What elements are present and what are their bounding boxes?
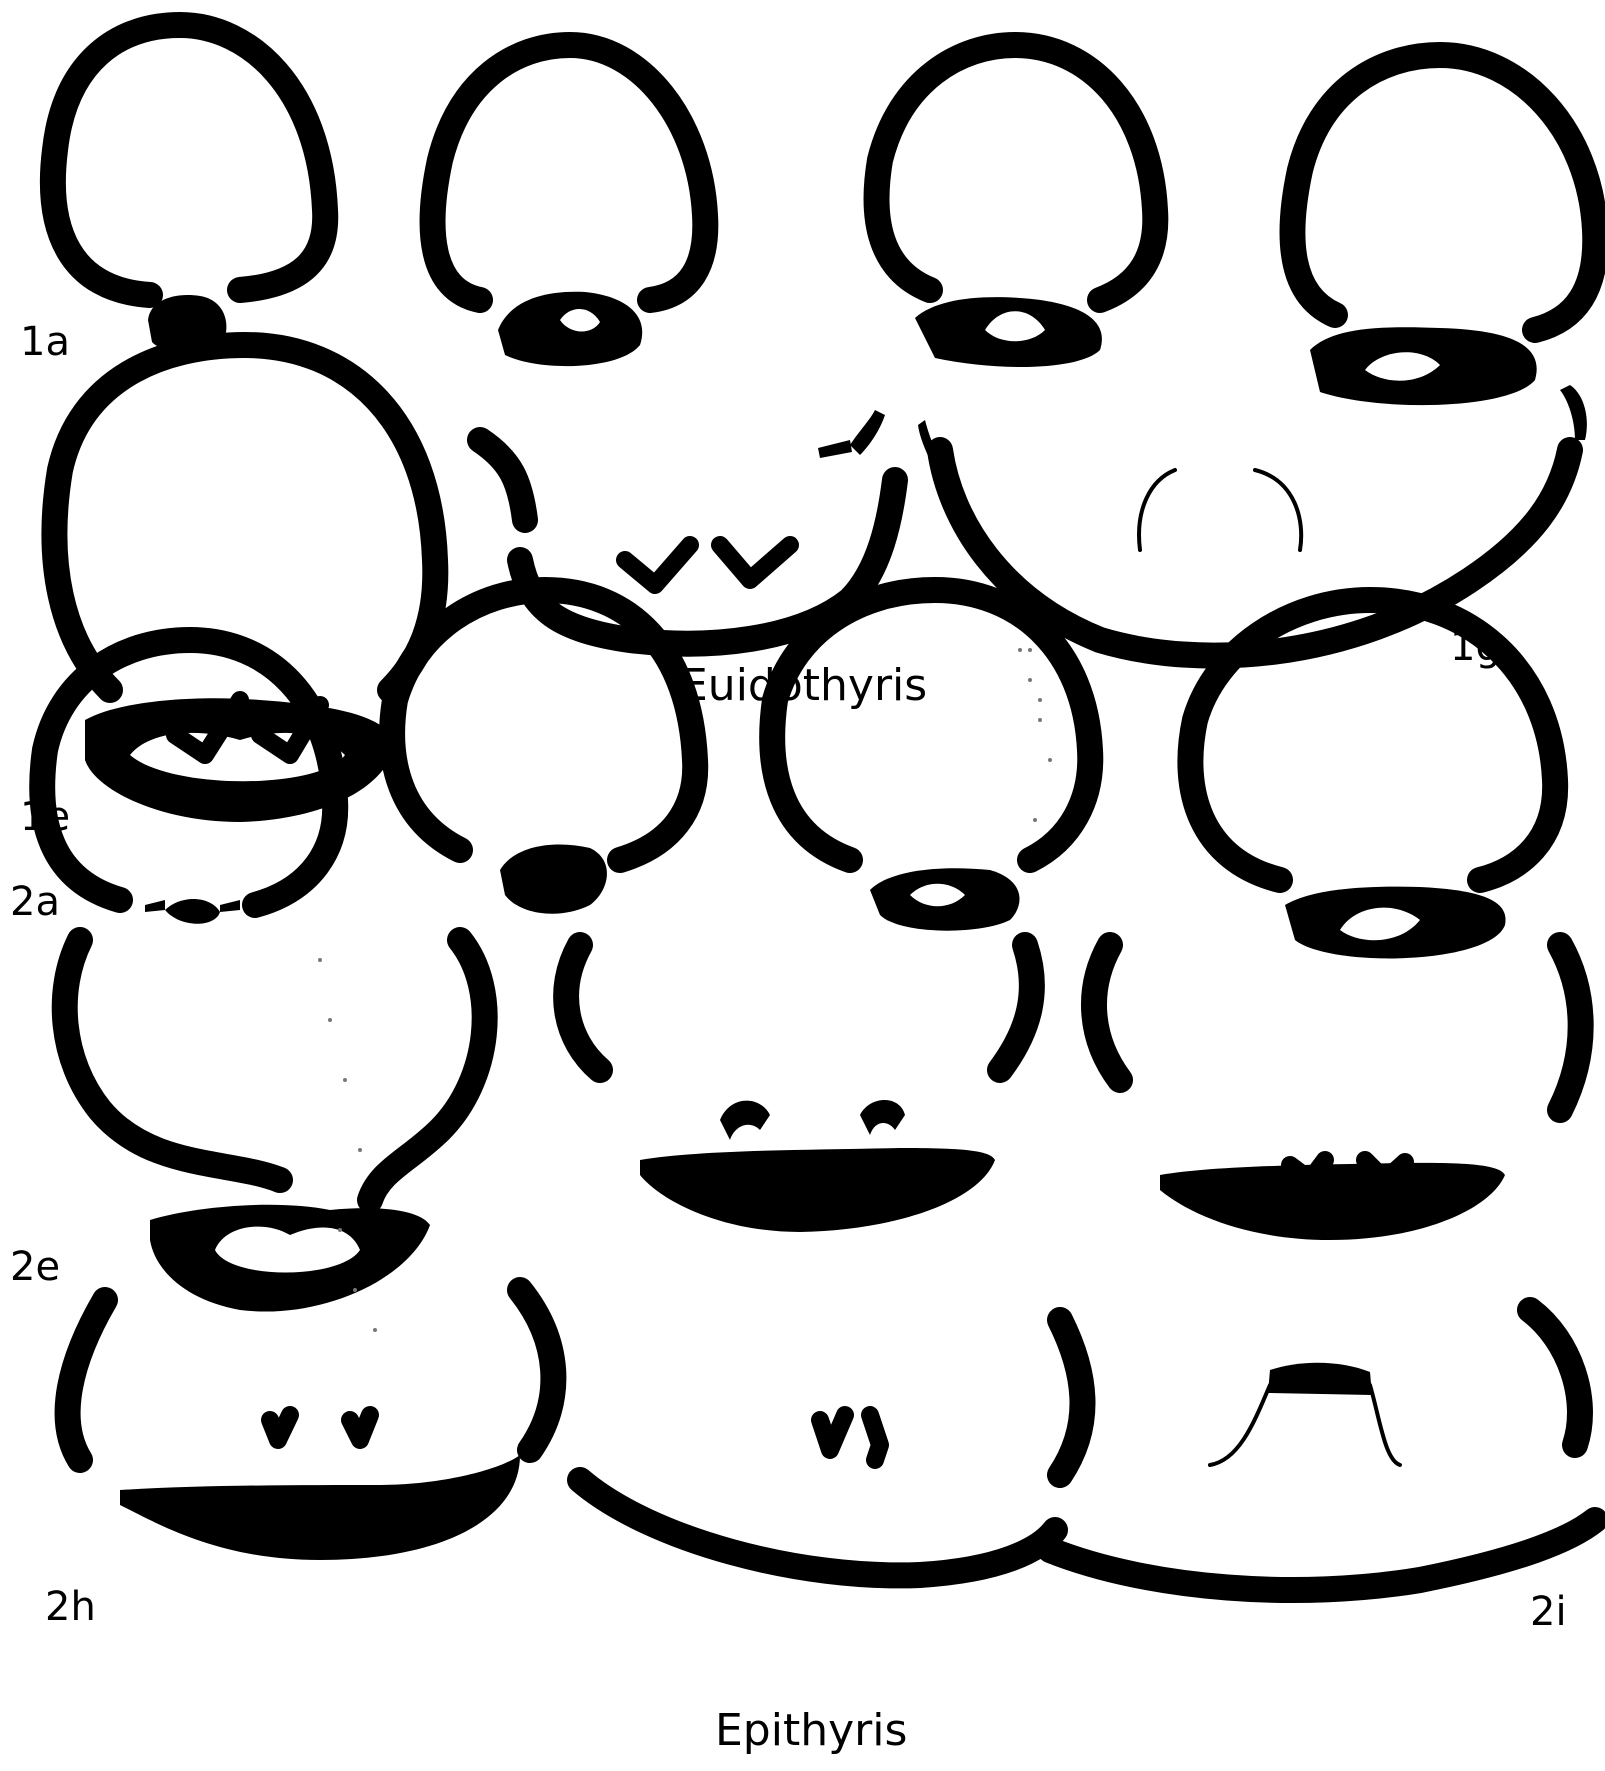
section-2j	[1050, 1310, 1595, 1590]
label-2a: 2a	[10, 879, 60, 925]
label-1g: 1g	[1450, 624, 1501, 670]
label-1e: 1e	[20, 794, 70, 840]
genus-label-lower: Epithyris	[715, 1705, 907, 1756]
section-2g	[1094, 945, 1581, 1240]
section-1c	[877, 45, 1156, 367]
section-2b	[392, 590, 695, 914]
label-2i: 2i	[1530, 1589, 1567, 1635]
label-1a: 1a	[20, 319, 70, 365]
stipple-3	[1018, 648, 1042, 722]
section-2i	[580, 1320, 1083, 1575]
label-2e: 2e	[10, 1244, 60, 1290]
section-2c	[772, 590, 1090, 931]
section-2h	[68, 1290, 554, 1560]
genus-label-upper: Euidothyris	[680, 660, 927, 711]
section-1e	[54, 345, 435, 822]
section-1b	[433, 45, 706, 366]
label-2h: 2h	[45, 1584, 96, 1630]
section-2f	[566, 945, 1032, 1232]
stipple-1	[1028, 648, 1052, 822]
section-1a	[53, 25, 325, 353]
section-1d	[1292, 55, 1595, 440]
section-2e	[65, 940, 485, 1312]
